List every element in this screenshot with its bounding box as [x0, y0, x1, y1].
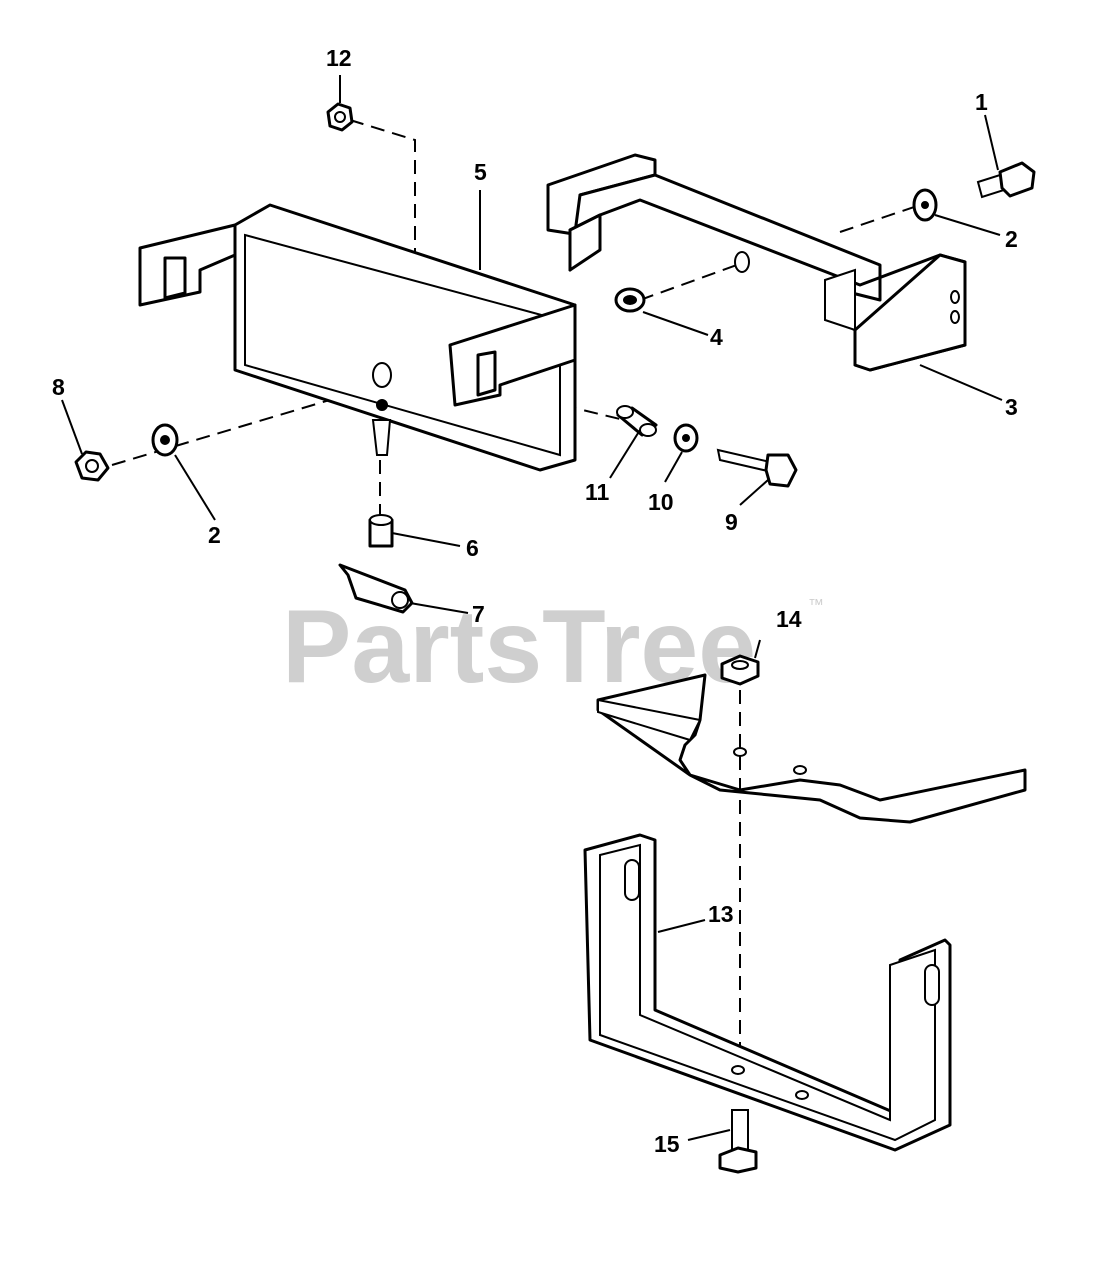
callout-13: 13	[708, 901, 734, 927]
callout-5: 5	[474, 159, 487, 185]
part-14-nut	[720, 654, 760, 686]
leader-lines	[61, 75, 1003, 1141]
part-15-bolt	[718, 1109, 758, 1174]
callout-4: 4	[710, 324, 723, 350]
part-13-u-bracket	[583, 833, 952, 1152]
part-2-washer-left	[151, 423, 179, 457]
part-4-spacer	[614, 287, 646, 313]
callout-14: 14	[776, 606, 802, 632]
part-9-bolt	[716, 448, 798, 488]
part-7-hairpin-clip	[338, 563, 414, 614]
callout-1: 1	[975, 89, 988, 115]
part-3-channel-bracket	[546, 153, 967, 372]
callout-7: 7	[472, 601, 485, 627]
callout-8: 8	[52, 374, 65, 400]
callout-3: 3	[1005, 394, 1018, 420]
callout-9: 9	[725, 509, 738, 535]
part-5-bracket	[138, 203, 577, 472]
part-8-nut	[74, 450, 110, 482]
part-6-bushing	[368, 514, 394, 548]
frame-plate	[596, 673, 1027, 824]
part-12-nut	[326, 102, 354, 132]
callout-11: 11	[585, 479, 610, 505]
callout-6: 6	[466, 535, 479, 561]
parts-tree-watermark: PartsTree ™	[282, 589, 824, 705]
callout-12: 12	[326, 45, 352, 71]
callout-labels: 1 2 3 4 5 6 7 8 9 10 11 12 13 14 15 2	[52, 45, 1018, 1157]
callout-2-left: 2	[208, 522, 221, 548]
callout-2-right: 2	[1005, 226, 1018, 252]
part-10-washer	[673, 423, 699, 453]
callout-15: 15	[654, 1131, 680, 1157]
part-2-washer-right	[912, 188, 938, 222]
callout-10: 10	[648, 489, 674, 515]
part-11-sleeve	[616, 405, 658, 437]
watermark-trademark: ™	[808, 597, 824, 614]
part-1-bolt	[976, 161, 1036, 199]
